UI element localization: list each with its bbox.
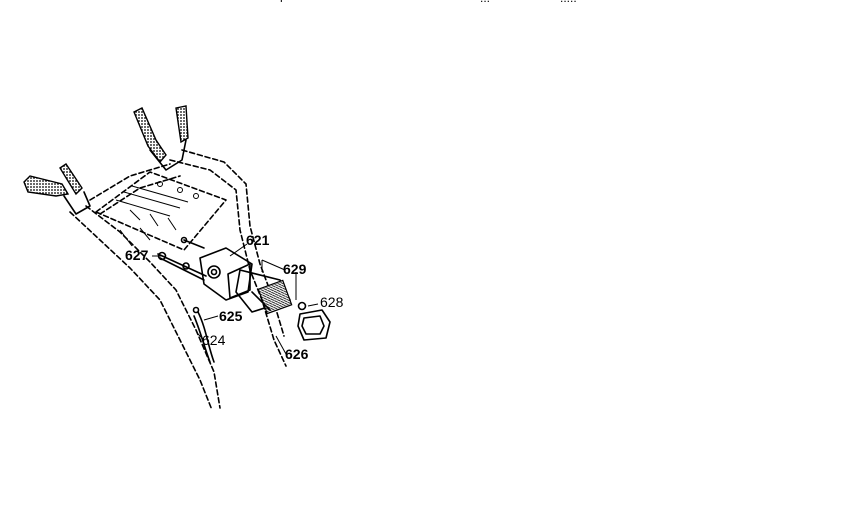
callout-626: 626 <box>285 346 309 362</box>
right-handle-grip <box>133 105 189 171</box>
screw <box>180 236 205 249</box>
header-fragment-3: ..... <box>560 0 577 5</box>
callout-629: 629 <box>283 261 307 277</box>
callout-627: 627 <box>125 247 149 263</box>
header-fragment-2: ... <box>480 0 490 5</box>
headlight-lens-628 <box>297 301 331 341</box>
bolt-627 <box>157 251 207 281</box>
callout-621: 621 <box>246 232 270 248</box>
callout-624: 624 <box>202 332 226 348</box>
callout-625: 625 <box>219 308 243 324</box>
lamp-housing-629 <box>235 269 293 315</box>
callout-leaders <box>152 243 319 355</box>
control-panel <box>95 171 227 251</box>
bracket-621 <box>199 247 253 301</box>
callout-628: 628 <box>320 294 344 310</box>
header-fragment-1: l <box>280 0 283 5</box>
left-handle-grip <box>23 163 91 215</box>
